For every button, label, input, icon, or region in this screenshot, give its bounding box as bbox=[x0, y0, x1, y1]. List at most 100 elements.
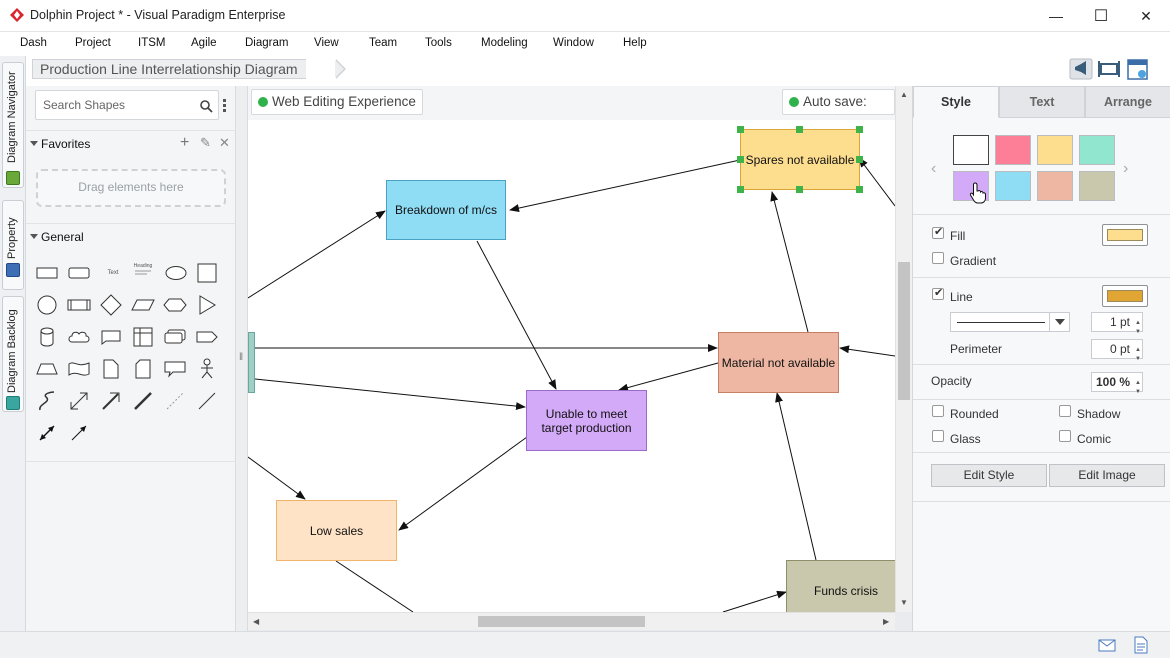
edit-style-button[interactable]: Edit Style bbox=[931, 464, 1047, 487]
close-window-button[interactable]: ✕ bbox=[1123, 0, 1169, 32]
node-low-sales[interactable]: Low sales bbox=[276, 500, 397, 561]
gradient-checkbox[interactable] bbox=[932, 252, 944, 264]
line-weight-input[interactable]: 1 pt ▲ ▼ bbox=[1091, 312, 1143, 335]
swatch-salmon[interactable] bbox=[1037, 171, 1073, 201]
rounded-checkbox[interactable] bbox=[932, 405, 944, 417]
callout-tool-icon[interactable] bbox=[97, 324, 125, 350]
cylinder-tool-icon[interactable] bbox=[33, 324, 61, 350]
connector-spares-to-breakdown[interactable] bbox=[509, 159, 741, 212]
table-tool-icon[interactable] bbox=[129, 324, 157, 350]
connector-breakdown-to-unable[interactable] bbox=[476, 240, 557, 390]
menu-modeling[interactable]: Modeling bbox=[481, 37, 528, 49]
splitter-grip-icon[interactable]: ‖ bbox=[239, 352, 244, 363]
menu-window[interactable]: Window bbox=[553, 37, 594, 49]
connector-offscreen-to-spares-right[interactable] bbox=[858, 157, 895, 207]
vertical-scrollbar[interactable]: ▲ ▼ bbox=[895, 86, 912, 612]
double-arrow-tool-icon[interactable] bbox=[65, 388, 93, 414]
vertical-scroll-thumb[interactable] bbox=[898, 262, 910, 400]
connector-material-to-unable[interactable] bbox=[618, 362, 719, 392]
tab-arrange[interactable]: Arrange bbox=[1085, 86, 1170, 118]
resize-handle[interactable] bbox=[796, 186, 803, 193]
square-tool-icon[interactable] bbox=[193, 260, 221, 286]
swatch-white[interactable] bbox=[953, 135, 989, 165]
multi-document-tool-icon[interactable] bbox=[161, 324, 189, 350]
pentagon-arrow-tool-icon[interactable] bbox=[193, 324, 221, 350]
horizontal-scroll-thumb[interactable] bbox=[478, 616, 645, 627]
node-unable-to-meet-target[interactable]: Unable to meet target production bbox=[526, 390, 647, 451]
wave-tool-icon[interactable] bbox=[65, 356, 93, 382]
scroll-right-icon[interactable]: ▶ bbox=[883, 617, 890, 626]
node-breakdown-of-mcs[interactable]: Breakdown of m/cs bbox=[386, 180, 506, 240]
shadow-checkbox[interactable] bbox=[1059, 405, 1071, 417]
trapezoid-tool-icon[interactable] bbox=[33, 356, 61, 382]
spin-up-icon[interactable]: ▲ bbox=[1135, 320, 1141, 326]
menu-project[interactable]: Project bbox=[75, 37, 111, 49]
swatch-pink[interactable] bbox=[995, 135, 1031, 165]
connector-lowsales-to-offscreen[interactable] bbox=[335, 560, 414, 612]
line-style-dropdown[interactable] bbox=[950, 312, 1070, 332]
resize-handle[interactable] bbox=[737, 126, 744, 133]
general-section-header[interactable]: General bbox=[26, 223, 235, 249]
line-checkbox[interactable] bbox=[932, 286, 944, 300]
cloud-tool-icon[interactable] bbox=[65, 324, 93, 350]
menu-dash[interactable]: Dash bbox=[20, 37, 47, 49]
heading-tool-icon[interactable]: Heading bbox=[129, 256, 157, 282]
text-tool-icon[interactable]: Text bbox=[107, 270, 119, 276]
actor-tool-icon[interactable] bbox=[193, 356, 221, 382]
tab-text[interactable]: Text bbox=[999, 86, 1085, 118]
connector-offscreen-to-material-right[interactable] bbox=[839, 345, 895, 357]
node-funds-crisis[interactable]: Funds crisis bbox=[786, 560, 895, 612]
menu-itsm[interactable]: ITSM bbox=[138, 37, 166, 49]
announcement-icon[interactable] bbox=[1069, 58, 1093, 80]
swatch-yellow[interactable] bbox=[1037, 135, 1073, 165]
resize-handle[interactable] bbox=[737, 156, 744, 163]
node-spares-not-available[interactable]: Spares not available bbox=[740, 129, 860, 190]
node-material-not-available[interactable]: Material not available bbox=[718, 332, 839, 393]
tab-property[interactable]: Property bbox=[2, 200, 24, 290]
resize-handle[interactable] bbox=[737, 186, 744, 193]
remove-icon[interactable]: ✕ bbox=[219, 135, 230, 150]
thick-line-tool-icon[interactable] bbox=[129, 388, 157, 414]
parallelogram-tool-icon[interactable] bbox=[129, 292, 157, 318]
document-notes-icon[interactable] bbox=[1133, 636, 1149, 654]
autosave-status[interactable]: Auto save: On bbox=[782, 89, 895, 133]
fill-color-button[interactable] bbox=[1102, 224, 1148, 246]
scroll-up-icon[interactable]: ▲ bbox=[900, 90, 908, 99]
scroll-left-icon[interactable]: ◀ bbox=[253, 617, 260, 626]
spin-down-icon[interactable]: ▼ bbox=[1135, 356, 1141, 362]
triangle-tool-icon[interactable] bbox=[193, 292, 221, 318]
document-tool-icon[interactable] bbox=[97, 356, 125, 382]
comic-checkbox[interactable] bbox=[1059, 430, 1071, 442]
minimize-button[interactable]: — bbox=[1033, 0, 1079, 32]
scroll-down-icon[interactable]: ▼ bbox=[900, 598, 908, 607]
curve-connector-tool-icon[interactable] bbox=[33, 388, 61, 414]
breadcrumb[interactable]: Production Line Interrelationship Diagra… bbox=[32, 59, 306, 79]
rounded-rectangle-tool-icon[interactable] bbox=[65, 260, 93, 286]
resize-handle[interactable] bbox=[796, 126, 803, 133]
menu-help[interactable]: Help bbox=[623, 37, 647, 49]
spin-down-icon[interactable]: ▼ bbox=[1135, 329, 1141, 335]
horizontal-scrollbar[interactable]: ◀ ▶ bbox=[248, 612, 895, 630]
fill-checkbox[interactable] bbox=[932, 225, 944, 239]
tab-style[interactable]: Style bbox=[913, 86, 999, 118]
perimeter-input[interactable]: 0 pt ▲ ▼ bbox=[1091, 339, 1143, 362]
menu-diagram[interactable]: Diagram bbox=[245, 37, 289, 49]
arrow-tool-icon[interactable] bbox=[97, 388, 125, 414]
card-tool-icon[interactable] bbox=[129, 356, 157, 382]
menu-team[interactable]: Team bbox=[369, 37, 398, 49]
connector-offscreen-to-funds[interactable] bbox=[722, 590, 787, 612]
connector-funds-to-material[interactable] bbox=[775, 392, 817, 561]
search-icon[interactable] bbox=[200, 100, 213, 113]
process-tool-icon[interactable] bbox=[65, 292, 93, 318]
ellipse-tool-icon[interactable] bbox=[162, 260, 190, 286]
tab-diagram-backlog[interactable]: Diagram Backlog bbox=[2, 296, 24, 412]
spin-down-icon[interactable]: ▼ bbox=[1135, 389, 1141, 395]
fit-diagram-icon[interactable] bbox=[1097, 58, 1121, 80]
chevron-right-icon[interactable]: › bbox=[1123, 160, 1129, 177]
menu-view[interactable]: View bbox=[314, 37, 339, 49]
connector-offscreen-to-unable[interactable] bbox=[254, 378, 526, 411]
layout-panel-icon[interactable] bbox=[1127, 59, 1149, 81]
resize-handle[interactable] bbox=[856, 186, 863, 193]
diamond-tool-icon[interactable] bbox=[97, 292, 125, 318]
favorites-drop-zone[interactable]: Drag elements here bbox=[36, 169, 226, 207]
